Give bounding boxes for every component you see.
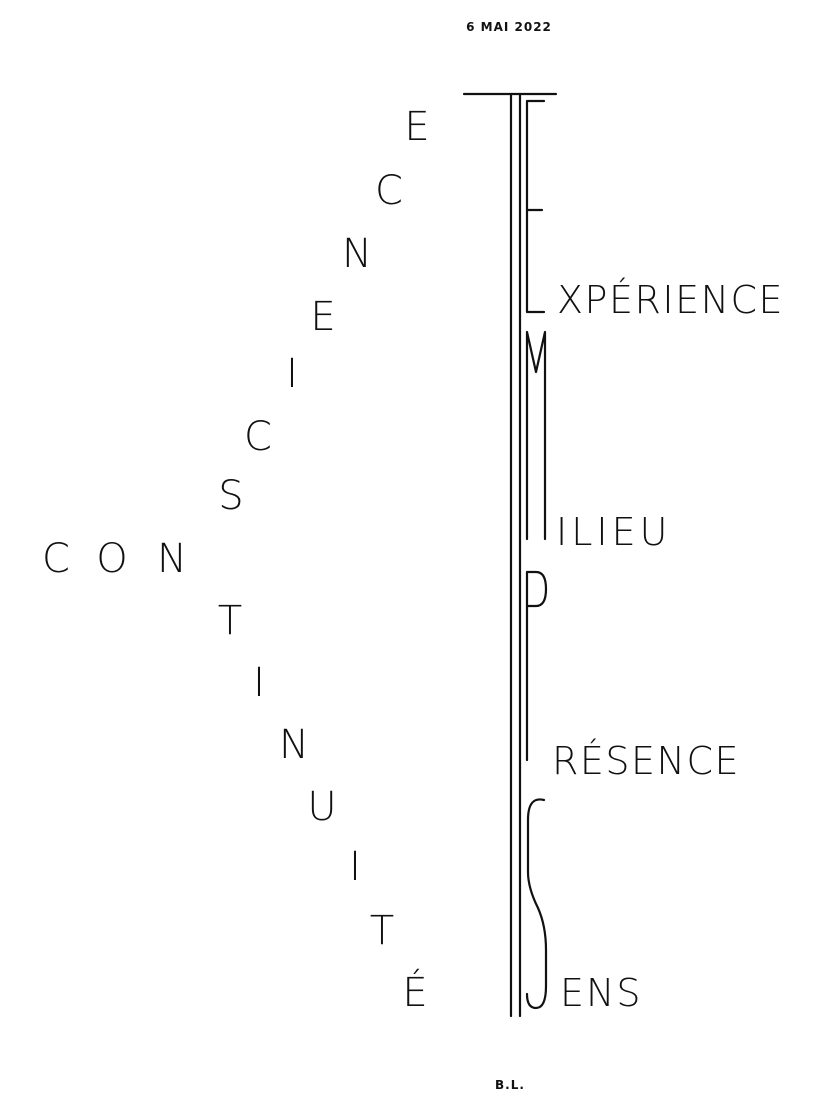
letter: C xyxy=(42,536,70,582)
letter: N xyxy=(342,231,372,277)
letter: É xyxy=(402,968,427,1016)
letter: C xyxy=(375,168,403,214)
letter: N xyxy=(157,536,187,582)
word-continuite: T I N U I T É xyxy=(218,598,428,1016)
word-conscience: E C N E I C S N O C xyxy=(42,104,430,582)
letter: I xyxy=(253,660,265,706)
letter: C xyxy=(244,414,272,460)
signature: B.L. xyxy=(495,1078,525,1092)
letter: E xyxy=(310,294,335,340)
date-header: 6 MAI 2022 xyxy=(466,20,552,34)
letter-m-shape xyxy=(525,330,547,541)
word-presence: RÉSENCE xyxy=(552,739,740,783)
letter-p-shape xyxy=(525,570,548,762)
letter: I xyxy=(349,844,361,890)
letter: S xyxy=(218,473,243,519)
word-sens: ENS xyxy=(560,971,643,1015)
letter: O xyxy=(96,536,127,582)
letter: U xyxy=(307,784,336,830)
letter: I xyxy=(286,351,298,397)
letter: T xyxy=(218,598,242,644)
temps-structure xyxy=(462,92,558,1018)
letter-s-shape xyxy=(525,798,548,1010)
letter: E xyxy=(404,104,429,150)
letter: N xyxy=(279,722,309,768)
letter: T xyxy=(370,908,394,954)
letter-e-shape xyxy=(525,99,546,314)
word-experience: XPÉRIENCE xyxy=(557,278,784,322)
word-milieu: ILIEU xyxy=(556,510,671,554)
